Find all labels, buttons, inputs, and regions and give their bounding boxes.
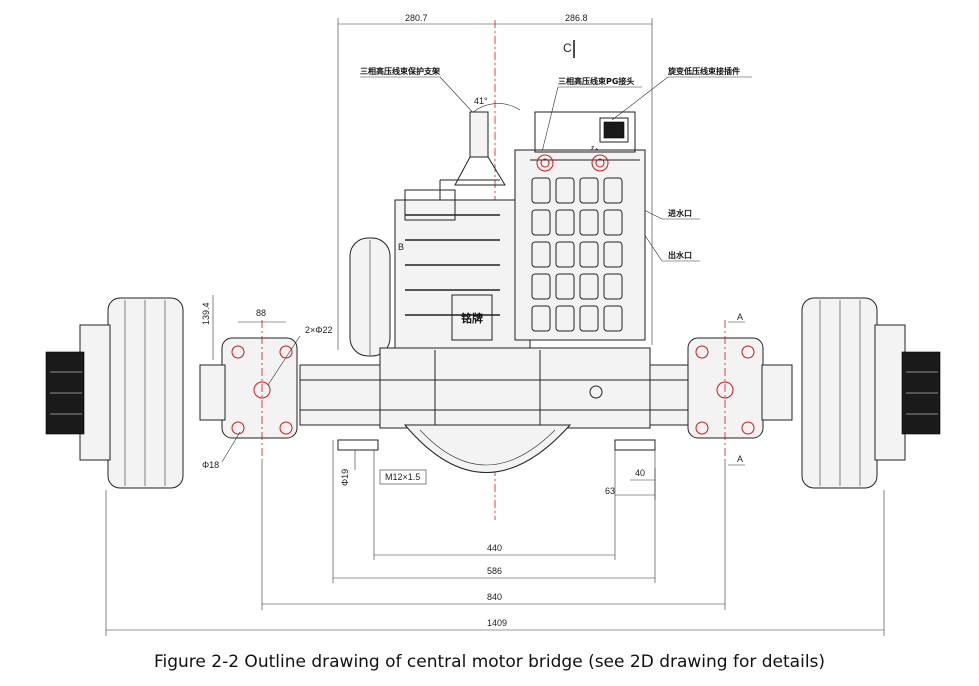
motor-bridge-outline-drawing: 280.7 286.8 C 三相高压线束保护支架 三相高压线束PG接头 旋变低压… [45,13,941,636]
label-water-out: 出水口 [668,250,692,260]
left-wheel-hub [45,297,184,489]
label-pg-connector: 三相高压线束PG接头 [558,76,634,86]
dim-40: 40 [635,468,645,478]
dim-840: 840 [487,592,502,602]
dim-top-right: 286.8 [565,13,588,23]
figure-caption: Figure 2-2 Outline drawing of central mo… [153,652,826,672]
section-c-marker: C [563,41,572,55]
hole-spec: 2×Φ22 [305,325,332,335]
phi-18: Φ18 [202,460,219,470]
dim-top-left: 280.7 [405,13,428,23]
nameplate-label: 铭牌 [461,311,483,325]
axle-beam [299,347,691,473]
label-water-in: 进水口 [668,208,692,218]
right-spring-bracket [687,320,793,460]
motor-housing: B 铭牌 [349,111,531,357]
controller-box [514,111,646,341]
thread-spec: M12×1.5 [385,472,420,482]
dim-139: 139.4 [201,302,211,325]
dim-63: 63 [605,486,615,496]
label-lv-connector: 旋变低压线束接插件 [667,66,740,76]
label-harness-bracket: 三相高压线束保护支架 [360,66,440,76]
angle-41: 41° [474,96,488,106]
dim-440: 440 [487,543,502,553]
b-marker: B [398,242,404,252]
dim-88: 88 [256,308,266,318]
left-spring-bracket [199,320,298,460]
dim-586: 586 [487,566,502,576]
right-wheel-hub [801,297,941,489]
section-a-bottom: A [737,454,743,464]
phi-19: Φ19 [340,469,350,486]
bottom-dimension-chain: 440 586 840 1409 [105,440,885,636]
section-a-top: A [737,312,743,322]
dim-1409: 1409 [487,618,507,628]
